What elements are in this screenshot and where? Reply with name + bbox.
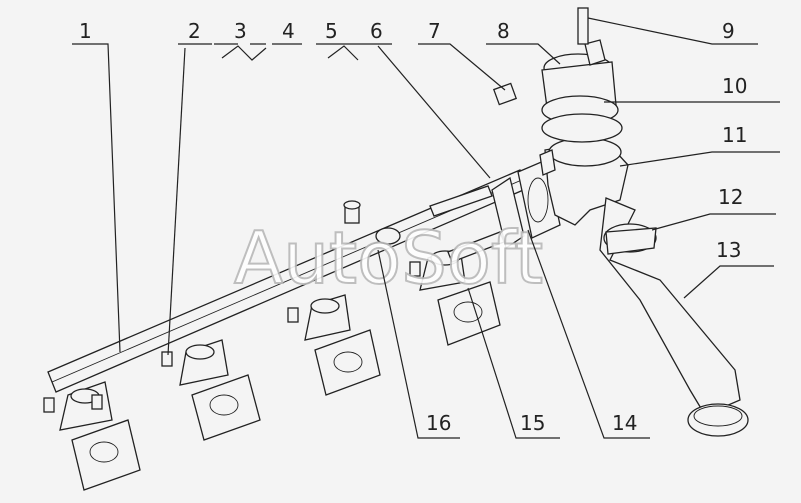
callout-9: 9 (722, 19, 735, 43)
callout-6: 6 (370, 19, 383, 43)
watermark-text: AutoSoft (234, 216, 543, 300)
callout-11: 11 (722, 123, 747, 147)
callout-5: 5 (325, 19, 338, 43)
bolt-row (429, 185, 505, 263)
callout-8: 8 (497, 19, 510, 43)
callout-2: 2 (188, 19, 201, 43)
callout-15: 15 (520, 411, 545, 435)
manifold-port-2 (161, 339, 261, 441)
turbo-flange (541, 39, 623, 143)
manifold-port-3 (287, 294, 381, 396)
callout-13: 13 (716, 238, 741, 262)
callout-3: 3 (234, 19, 247, 43)
callout-14: 14 (612, 411, 637, 435)
manifold-port-1 (43, 381, 141, 491)
callout-7: 7 (428, 19, 441, 43)
callout-4: 4 (282, 19, 295, 43)
callout-12: 12 (718, 185, 743, 209)
callout-10: 10 (722, 74, 747, 98)
callout-1: 1 (79, 19, 92, 43)
leader-lines (72, 17, 780, 439)
callout-16: 16 (426, 411, 451, 435)
stud-bolt (343, 200, 401, 245)
hose-assembly (599, 197, 749, 437)
callout-labels: 1 2 3 4 5 6 7 8 9 10 11 12 13 14 15 16 (79, 19, 747, 435)
small-bolts (492, 7, 589, 106)
